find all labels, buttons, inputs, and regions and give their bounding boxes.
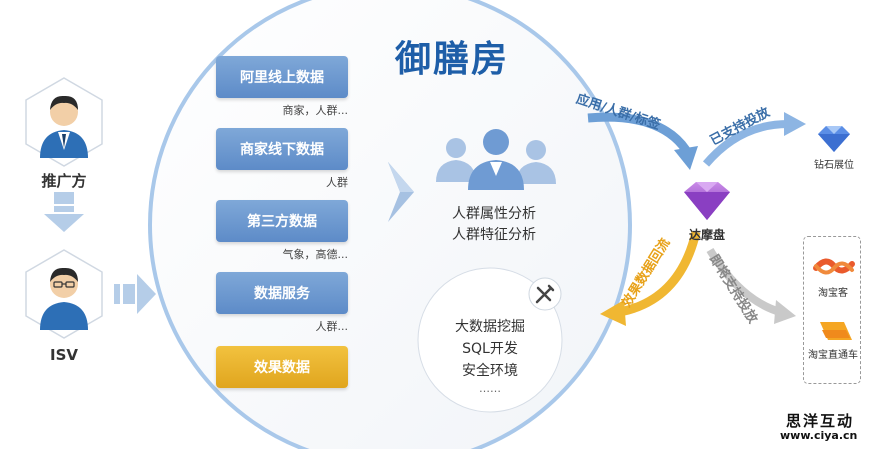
down-arrow-icon [44, 192, 84, 232]
security-text: 大数据挖掘 SQL开发 安全环境 …… [430, 316, 550, 396]
tools-icon [535, 284, 555, 304]
ztc-icon [820, 322, 852, 340]
taobaoke-label: 淘宝客 [818, 288, 848, 299]
people-group-icon [436, 129, 556, 190]
feedback-arrow [619, 230, 701, 317]
ztc-label: 淘宝直通车 [808, 350, 858, 361]
to-damo-arrow [587, 112, 690, 153]
source-alibaba-online-sub: 商家，人群... [282, 104, 349, 117]
diamond-icon [818, 126, 850, 152]
channels-panel [803, 236, 861, 384]
analysis-text: 人群属性分析 人群特征分析 [434, 204, 554, 246]
promoter-avatar-icon [40, 95, 88, 158]
watermark-url: www.ciya.cn [780, 429, 858, 442]
to-channels-arrow [706, 247, 782, 316]
watermark-name: 思洋互动 [786, 412, 855, 430]
source-third-party: 第三方数据 [216, 200, 348, 242]
source-alibaba-online: 阿里线上数据 [216, 56, 348, 98]
analysis-line-2: 人群特征分析 [452, 227, 536, 243]
analysis-line-1: 人群属性分析 [452, 206, 536, 222]
source-effect-data: 效果数据 [216, 346, 348, 388]
isv-to-platform-arrow-icon [114, 274, 156, 314]
to-diamond-arrow [702, 120, 789, 167]
source-merchant-offline-sub: 人群 [326, 176, 348, 189]
brand-title: 御膳房 [395, 38, 510, 80]
isv-avatar-icon [40, 267, 88, 330]
source-third-party-sub: 气象，高德... [282, 248, 349, 261]
source-merchant-offline: 商家线下数据 [216, 128, 348, 170]
taobaoke-icon [813, 258, 855, 275]
promoter-label: 推广方 [41, 172, 87, 190]
damo-gem-icon [684, 182, 730, 220]
security-line-1: 大数据挖掘 [455, 319, 525, 335]
source-data-service: 数据服务 [216, 272, 348, 314]
isv-label: ISV [50, 346, 78, 364]
damo-label: 达摩盘 [688, 228, 725, 242]
security-line-4: …… [479, 382, 501, 395]
security-line-3: 安全环境 [462, 363, 518, 379]
diamond-label: 钻石展位 [814, 160, 854, 171]
source-data-service-sub: 人群... [315, 320, 349, 333]
security-line-2: SQL开发 [462, 341, 518, 357]
security-circle [417, 267, 563, 413]
